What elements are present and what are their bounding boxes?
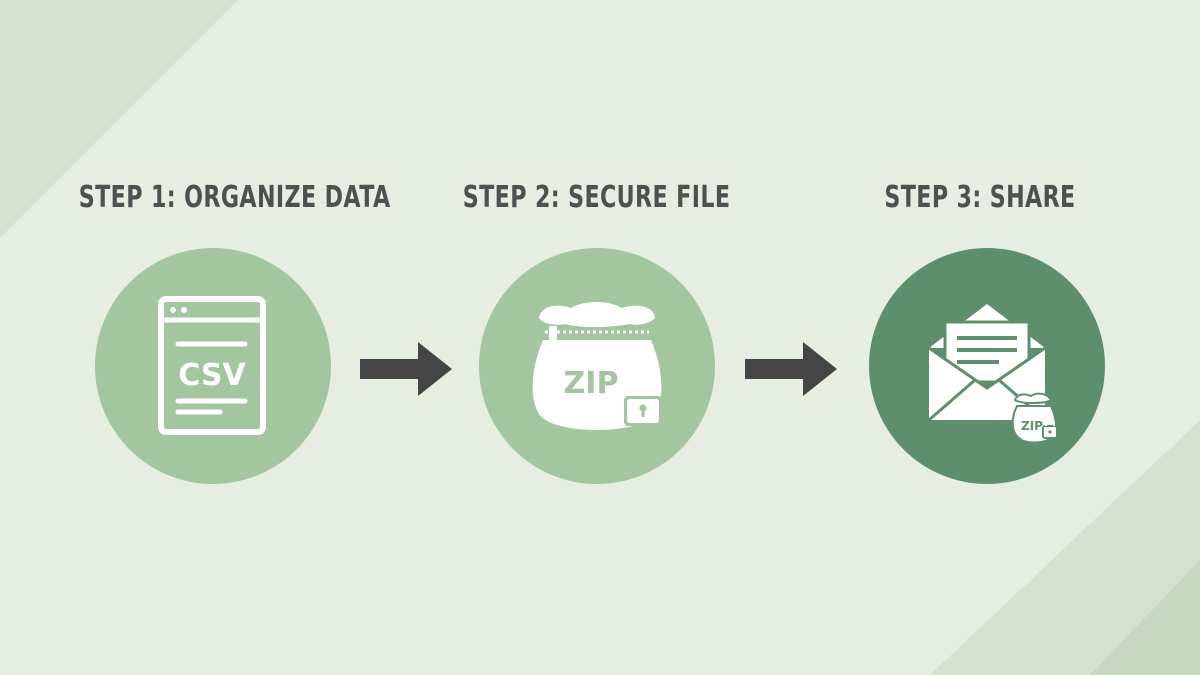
step-3-circle: ZIP (869, 248, 1105, 484)
bottom-right-stripe-inner (1090, 560, 1200, 675)
step-2-title: STEP 2: SECURE FILE (462, 180, 731, 215)
step-3-title: STEP 3: SHARE (884, 180, 1076, 215)
zip-bag-lock-icon: ZIP (532, 302, 662, 430)
arrow-right-icon (745, 342, 837, 396)
step-2-circle: ZIP (479, 248, 715, 484)
zip-small-label: ZIP (1021, 419, 1043, 433)
zip-label: ZIP (564, 366, 619, 401)
step-1-title: STEP 1: ORGANIZE DATA (78, 180, 391, 215)
csv-label: CSV (178, 358, 246, 393)
csv-file-icon: CSV (158, 296, 266, 435)
step-1-circle: CSV (95, 248, 331, 484)
arrow-right-icon (360, 342, 452, 396)
envelope-zip-icon: ZIP (928, 304, 1058, 444)
top-left-stripe (0, 0, 238, 238)
bottom-right-stripe (930, 420, 1200, 675)
